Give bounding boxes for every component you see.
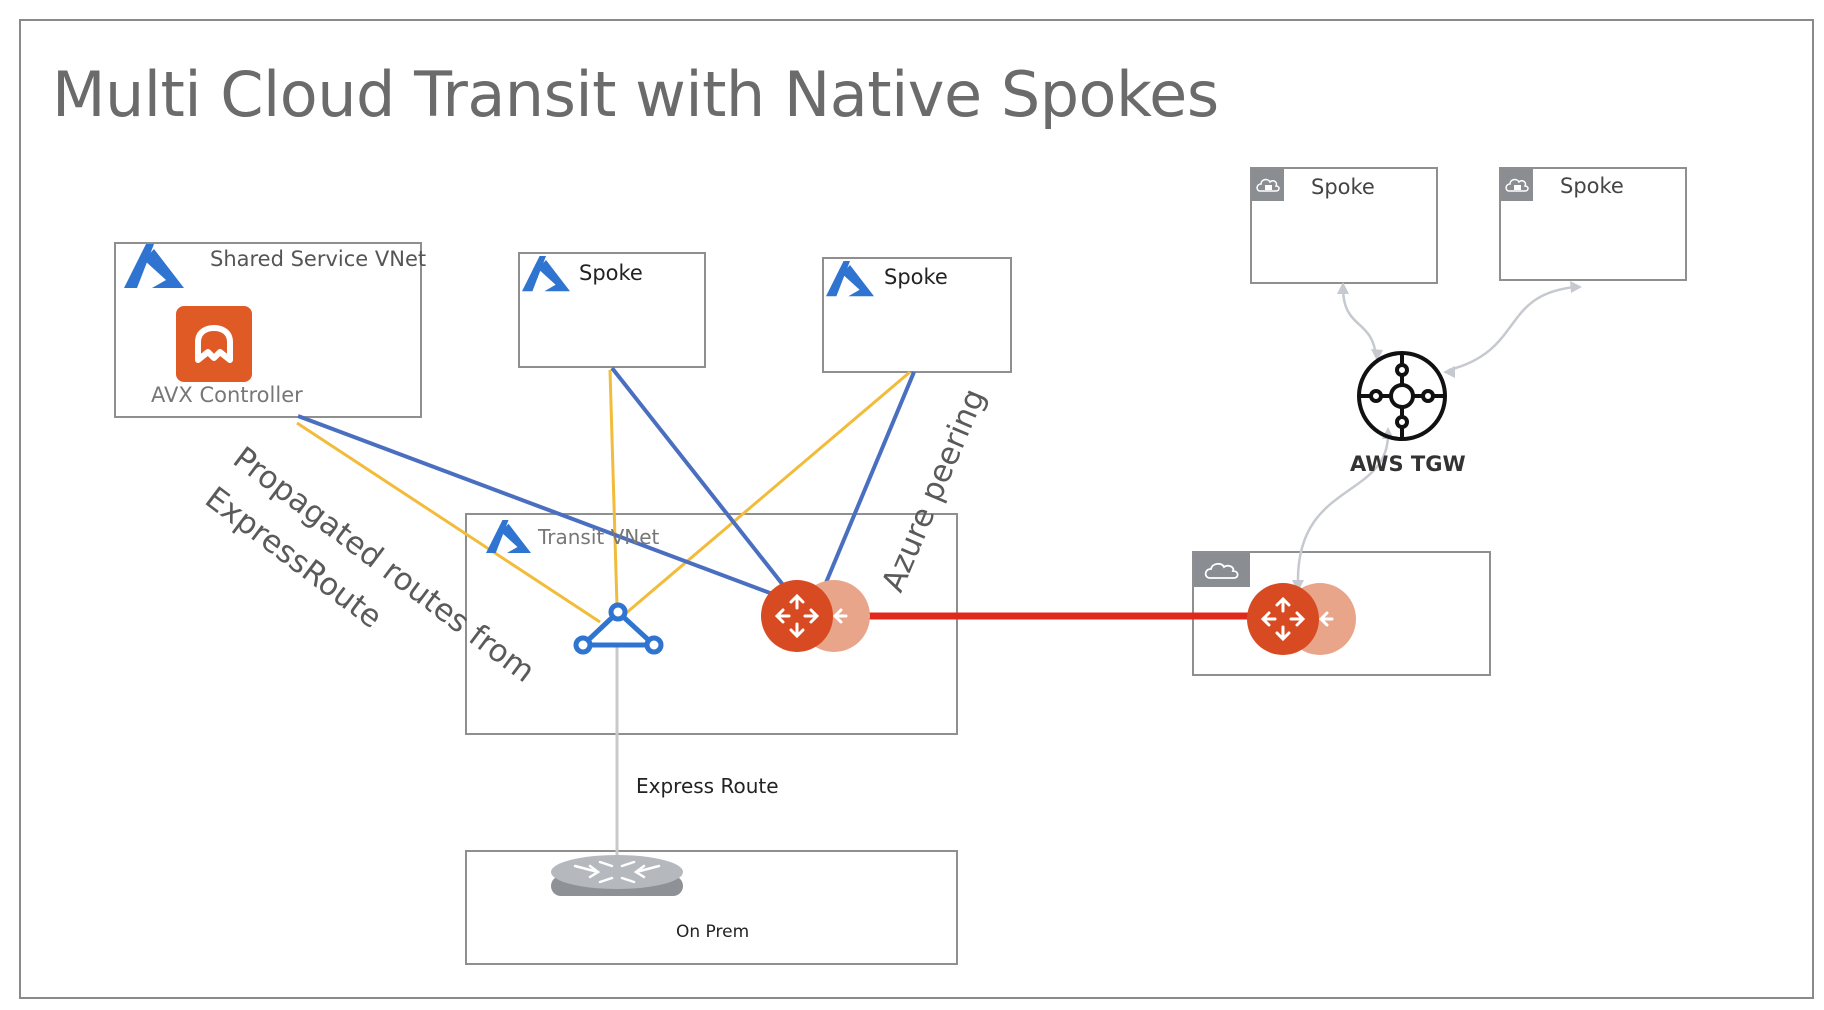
azure-logo-icon (124, 244, 184, 288)
tgw-connector-spoke2 (1448, 285, 1576, 372)
shared-service-vnet-label: Shared Service VNet (210, 247, 427, 271)
azure-logo-icon (826, 261, 874, 297)
express-route-label: Express Route (636, 774, 779, 798)
onprem-router-icon (551, 855, 683, 896)
azure-logo-icon (486, 520, 531, 553)
gateway-router-icon (1247, 583, 1356, 655)
slide-frame (19, 19, 1814, 999)
expressroute-gateway-icon (573, 602, 664, 655)
azure-spoke-2-box (822, 257, 1012, 373)
transit-gateway-hub-icon (1357, 351, 1447, 441)
arrowhead (1292, 580, 1304, 592)
avx-controller-label: AVX Controller (151, 383, 303, 407)
gateway-router-icon (761, 580, 870, 652)
cloud-lock-icon (1252, 169, 1284, 201)
yellow-line-spoke1-to-er (608, 369, 619, 607)
arrowhead (1337, 282, 1349, 294)
on-prem-label: On Prem (676, 922, 750, 942)
azure-spoke-2-label: Spoke (884, 265, 948, 289)
tgw-connectors (1296, 285, 1576, 586)
aws-tgw-label: AWS TGW (1350, 452, 1466, 476)
tgw-arrowheads (1292, 281, 1582, 592)
peering-lines (297, 366, 916, 598)
arrowhead (1570, 281, 1582, 293)
avx-controller-icon (176, 306, 252, 382)
cloud-lock-icon (1501, 169, 1533, 201)
blue-line-spoke2-to-gw (823, 371, 916, 586)
shared-service-vnet-box (114, 242, 422, 418)
arrowhead (1371, 349, 1383, 361)
transit-vnet-label: Transit VNet (538, 525, 660, 549)
aws-spoke-2-box (1499, 167, 1687, 281)
page-title: Multi Cloud Transit with Native Spokes (52, 58, 1219, 131)
on-prem-box (465, 850, 958, 965)
yellow-line-spoke2-to-er (624, 370, 911, 616)
aws-spoke-2-label: Spoke (1560, 174, 1624, 198)
azure-spoke-1-label: Spoke (579, 261, 643, 285)
blue-line-spoke1-to-gw (610, 366, 789, 592)
azure-spoke-1-box (518, 252, 706, 368)
cloud-icon (1194, 553, 1250, 587)
aws-spoke-1-label: Spoke (1311, 175, 1375, 199)
arrowhead (1443, 366, 1455, 378)
tgw-connector-spoke1 (1341, 286, 1378, 357)
azure-logo-icon (522, 256, 570, 292)
yellow-line-shared-to-er (296, 421, 601, 624)
tgw-connector-gw (1296, 431, 1390, 586)
blue-line-shared-to-gw (297, 414, 779, 598)
transit-vnet-box (465, 513, 958, 735)
propagated-route-lines (296, 369, 911, 624)
aws-spoke-1-box (1250, 167, 1438, 284)
